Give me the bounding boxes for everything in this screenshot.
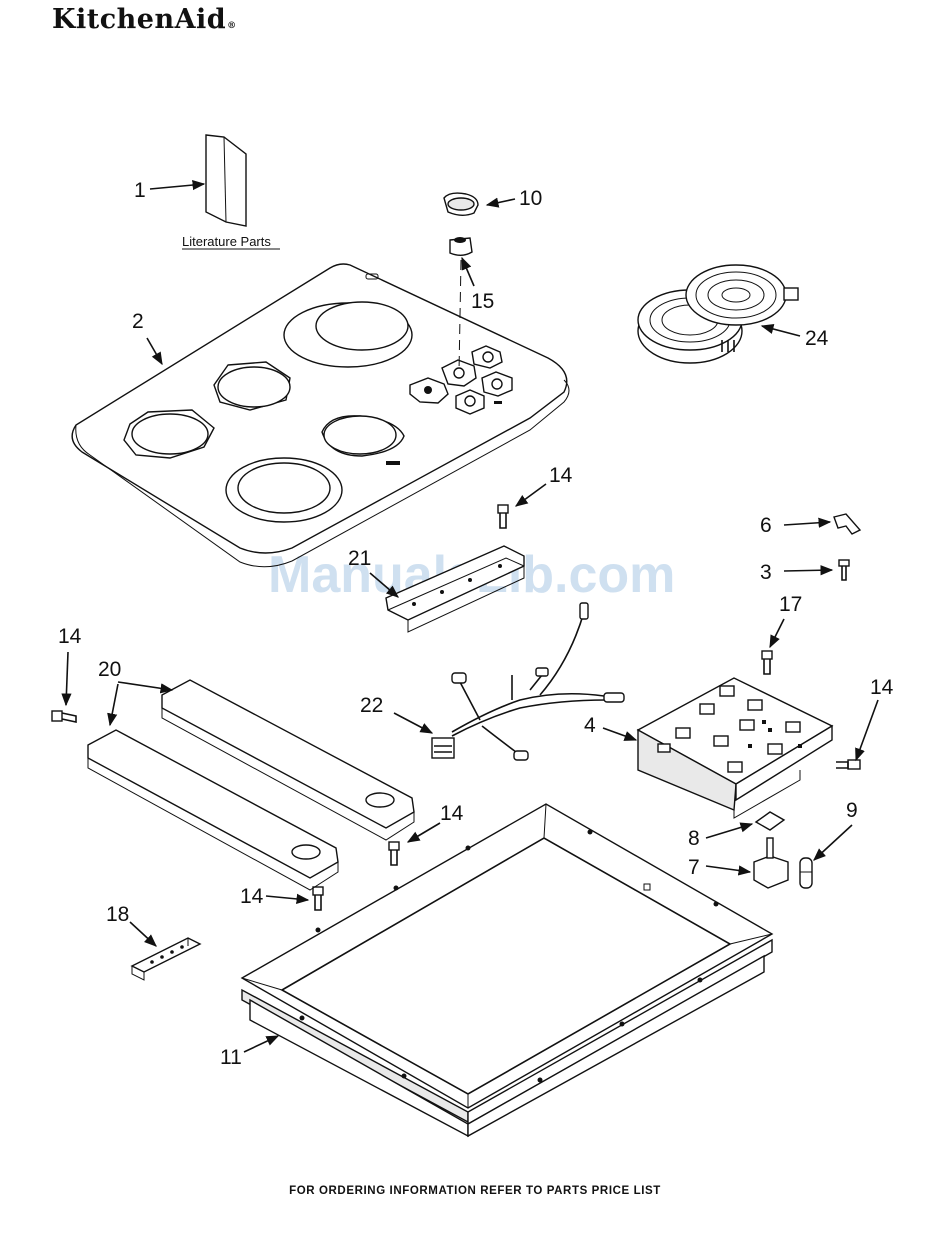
callout-22: 22 <box>360 694 383 717</box>
callout-14-left: 14 <box>58 625 82 648</box>
part-7-terminal-block <box>754 838 788 888</box>
part-2-cooktop-glass <box>72 264 569 567</box>
callout-17: 17 <box>779 593 802 616</box>
part-18-bracket <box>132 938 200 980</box>
callout-6: 6 <box>760 514 772 537</box>
callout-8: 8 <box>688 827 700 850</box>
part-9-fuse <box>800 858 812 888</box>
callout-14-lower: 14 <box>240 885 264 908</box>
callout-21: 21 <box>348 547 371 570</box>
part-15-knob-insert <box>450 237 472 255</box>
part-14-screw-b <box>52 711 76 722</box>
part-6-clip <box>834 514 860 534</box>
callout-14-right: 14 <box>870 676 894 699</box>
part-14-screw-e <box>313 887 323 910</box>
part-14-screw-a <box>498 505 508 528</box>
literature-parts-label: Literature Parts <box>182 234 271 249</box>
part-17-screw <box>762 651 772 674</box>
part-10-knob <box>444 193 478 215</box>
callout-20: 20 <box>98 658 121 681</box>
part-4-control-box <box>638 678 832 818</box>
callout-15: 15 <box>471 290 494 313</box>
part-24-radiant-element <box>638 265 798 363</box>
part-14-screw-d <box>389 842 399 865</box>
callout-18: 18 <box>106 903 129 926</box>
callout-3: 3 <box>760 561 772 584</box>
callout-11: 11 <box>220 1046 242 1069</box>
callout-14-top: 14 <box>549 464 573 487</box>
callout-24: 24 <box>805 327 829 350</box>
callout-2: 2 <box>132 310 144 333</box>
ordering-footer: FOR ORDERING INFORMATION REFER TO PARTS … <box>0 1185 950 1197</box>
callout-4: 4 <box>584 714 596 737</box>
part-1-literature: Literature Parts <box>182 135 280 249</box>
callout-14-mid: 14 <box>440 802 464 825</box>
callout-9: 9 <box>846 799 858 822</box>
part-3-screw <box>839 560 849 580</box>
part-8-spacer <box>756 812 784 830</box>
part-14-screw-c <box>836 760 860 769</box>
callout-10: 10 <box>519 187 542 210</box>
callout-1: 1 <box>134 179 146 202</box>
callout-7: 7 <box>688 856 700 879</box>
